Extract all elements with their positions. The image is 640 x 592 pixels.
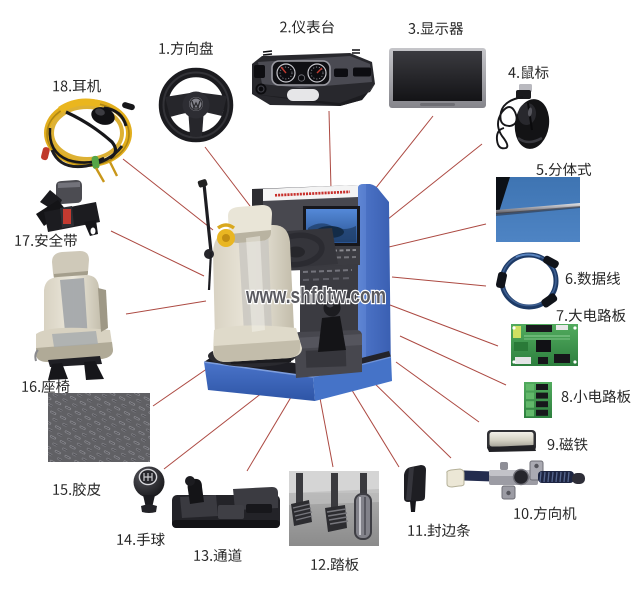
svg-text:www.shfdtw.com: www.shfdtw.com xyxy=(245,283,386,308)
